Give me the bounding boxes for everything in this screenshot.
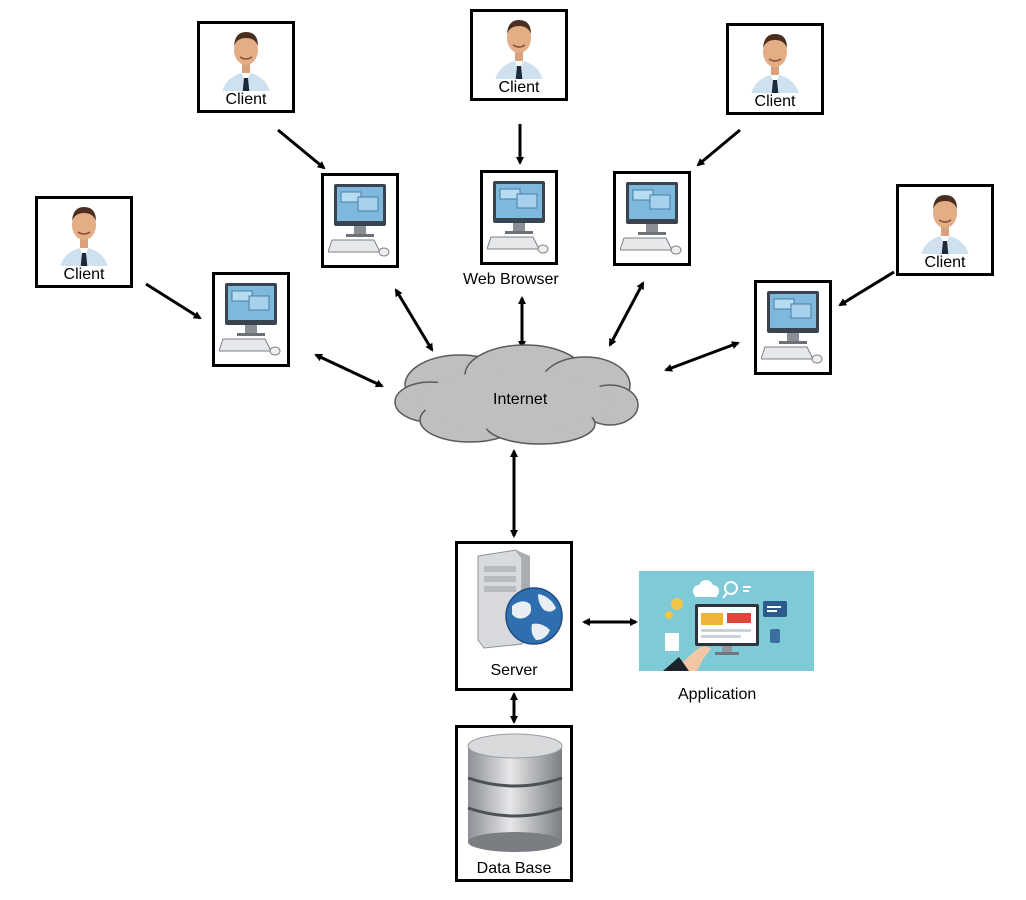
client-label: Client (473, 79, 565, 97)
computer-box (212, 272, 290, 367)
globe-icon (505, 587, 563, 645)
database-label: Data Base (476, 860, 552, 877)
client-label: Client (729, 93, 821, 111)
desktop-computer-icon (219, 283, 281, 356)
application-label: Application (678, 686, 757, 703)
database-icon (467, 733, 563, 852)
person-icon (490, 14, 548, 86)
server-label: Server (490, 662, 538, 679)
client-box: Client (896, 184, 994, 276)
client-box: Client (35, 196, 133, 288)
person-icon (746, 28, 804, 100)
arrow-client-to-pc (838, 270, 895, 307)
server-box: Server (455, 541, 573, 691)
desktop-computer-icon (761, 291, 823, 364)
client-label: Client (200, 91, 292, 109)
web-browser-label: Web Browser (463, 271, 559, 288)
desktop-computer-icon (328, 184, 390, 257)
client-box: Client (470, 9, 568, 101)
arrow-pc-internet (664, 341, 740, 372)
desktop-computer-icon (620, 182, 682, 255)
arrow-pc-internet (394, 288, 434, 352)
person-icon (916, 189, 974, 261)
client-box: Client (726, 23, 824, 115)
computer-box (480, 170, 558, 265)
gear-icon (665, 598, 683, 619)
application-icon (663, 580, 787, 671)
magnifier-icon (722, 581, 738, 599)
client-label: Client (38, 266, 130, 284)
internet-cloud-fill (420, 370, 610, 430)
cloud-icon (693, 580, 719, 597)
computer-box (613, 171, 691, 266)
computer-box (321, 173, 399, 268)
arrow-client-to-pc (277, 128, 326, 170)
person-icon (217, 26, 275, 98)
arrow-client-to-pc (145, 282, 202, 320)
arrow-pc-internet (608, 281, 645, 347)
client-box: Client (197, 21, 295, 113)
arrow-pc-internet (314, 353, 384, 388)
client-label: Client (899, 254, 991, 272)
arrow-client-to-pc (696, 128, 741, 167)
application-illustration (639, 571, 814, 671)
database-box: Data Base (455, 725, 573, 882)
computer-box (754, 280, 832, 375)
desktop-computer-icon (487, 181, 549, 254)
internet-label: Internet (493, 391, 548, 408)
web-server-icon (477, 549, 563, 649)
person-icon (55, 201, 113, 273)
